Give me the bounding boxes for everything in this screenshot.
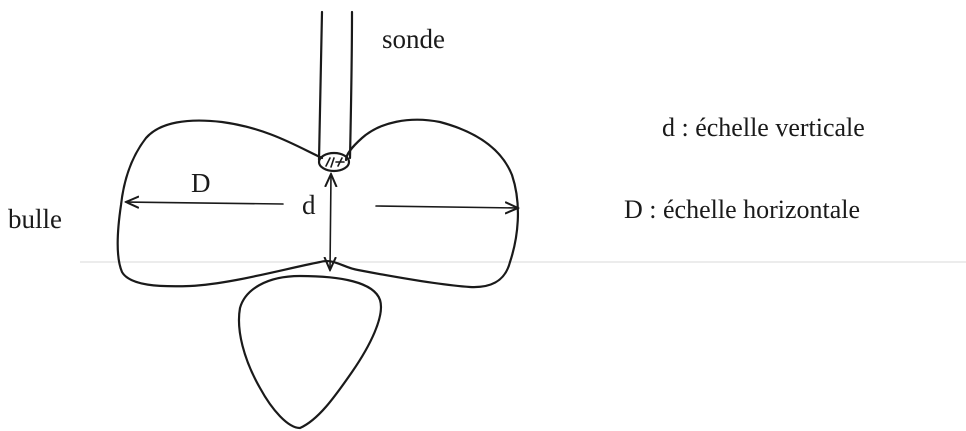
horizontal-arrow-left — [126, 202, 284, 204]
horizontal-scale-symbol: D — [191, 168, 211, 198]
lower-bubble-outline — [237, 274, 383, 430]
legend-horizontal-scale: D : échelle horizontale — [624, 195, 860, 224]
horizontal-arrow-right — [375, 206, 518, 208]
probe-tip — [317, 151, 351, 173]
legend-vertical-scale: d : échelle verticale — [662, 113, 865, 142]
probe-label: sonde — [382, 24, 445, 54]
bubble-label: bulle — [8, 204, 62, 234]
probe — [317, 10, 354, 162]
vertical-arrow — [330, 174, 331, 270]
vertical-scale-symbol: d — [302, 190, 316, 220]
